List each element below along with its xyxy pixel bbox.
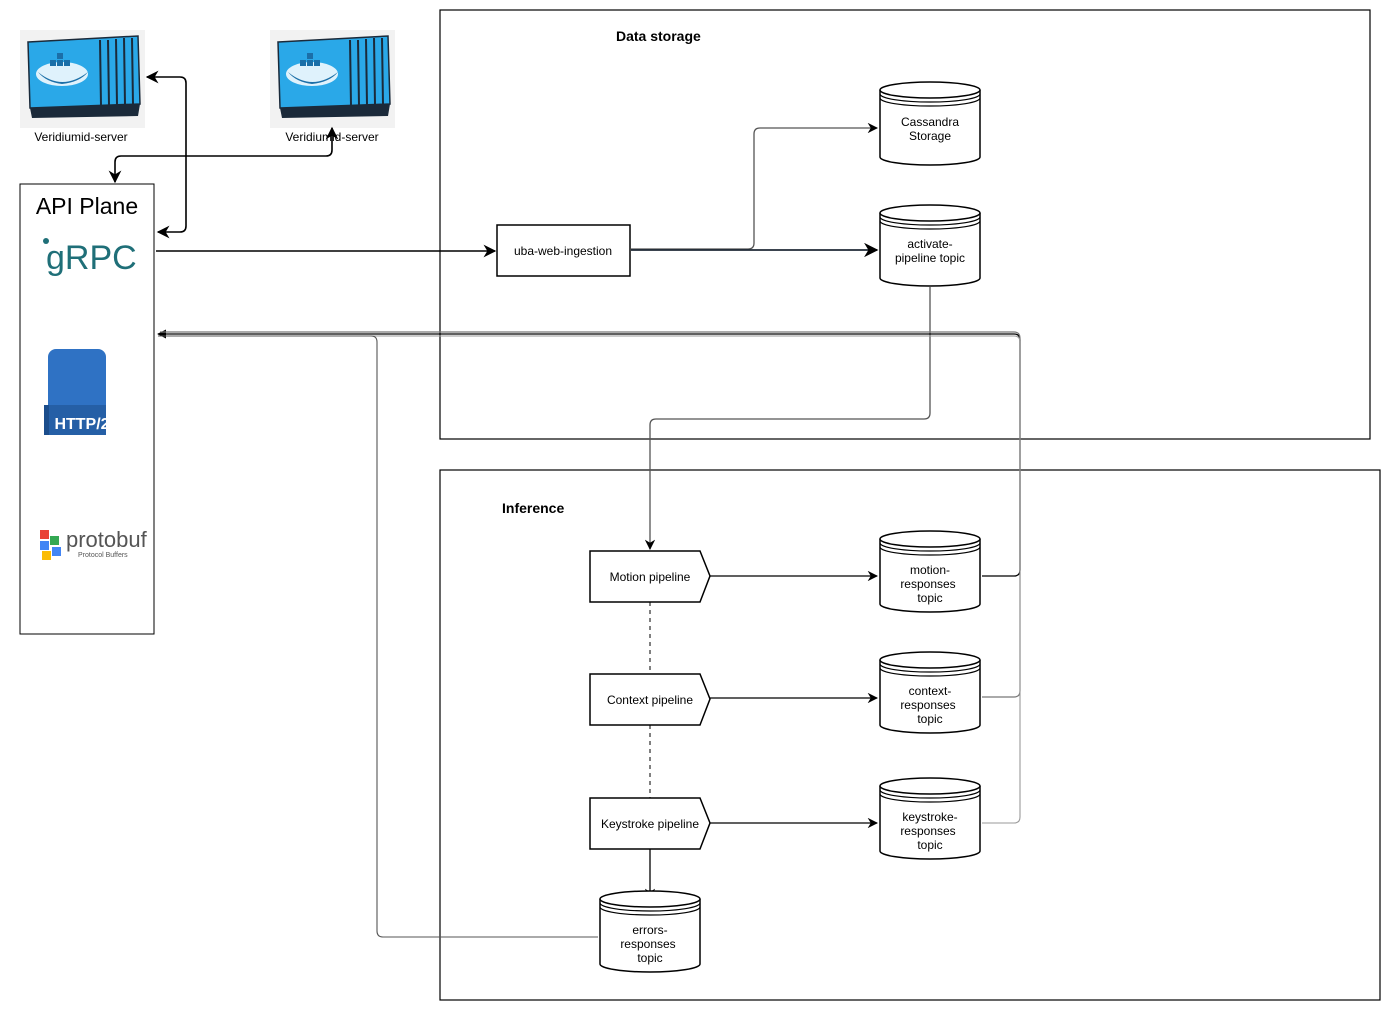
- motion-topic-line3: topic: [917, 591, 942, 605]
- protobuf-logo-subtext: Protocol Buffers: [78, 552, 128, 559]
- data-storage-title: Data storage: [616, 28, 701, 44]
- connector-server2-api: [108, 126, 339, 184]
- docker-container-icon: [20, 30, 145, 128]
- activate-label-line1: activate-: [907, 237, 952, 251]
- protobuf-logo-text: protobuf: [66, 527, 148, 552]
- keystroke-topic-line2: responses: [900, 824, 955, 838]
- ingestion-node: [496, 224, 631, 277]
- context-pipeline-node: Context pipeline: [589, 673, 711, 726]
- connector-context-return: [160, 331, 1021, 698]
- inference-title: Inference: [502, 500, 564, 516]
- activate-pipeline-topic-node: activate- pipeline topic: [879, 204, 981, 287]
- cassandra-storage-node: Cassandra Storage: [879, 81, 981, 166]
- data-storage-group: [439, 9, 1371, 440]
- connector-errors-return: [158, 335, 598, 938]
- ingestion-label: uba-web-ingestion: [514, 244, 612, 258]
- cassandra-label-line2: Storage: [909, 129, 951, 143]
- keystroke-topic-line3: topic: [917, 838, 942, 852]
- motion-pipeline-node: Motion pipeline: [589, 550, 711, 603]
- connector-keystroke-return: [160, 335, 1021, 824]
- motion-topic-line2: responses: [900, 577, 955, 591]
- keystroke-topic-line1: keystroke-: [902, 810, 957, 824]
- api-plane-title: API Plane: [36, 193, 138, 219]
- keystroke-pipeline-node: Keystroke pipeline: [589, 797, 711, 850]
- errors-topic-line2: responses: [620, 937, 675, 951]
- errors-topic-line1: errors-: [632, 923, 667, 937]
- activate-label-line2: pipeline topic: [895, 251, 965, 265]
- motion-pipeline-label: Motion pipeline: [610, 570, 691, 584]
- docker-container-icon: [270, 30, 395, 128]
- motion-responses-topic-node: motion- responses topic: [879, 530, 981, 613]
- context-pipeline-label: Context pipeline: [607, 693, 693, 707]
- context-responses-topic-node: context- responses topic: [879, 651, 981, 734]
- errors-responses-topic-node: errors- responses topic: [599, 890, 701, 973]
- http2-logo-icon: HTTP/2: [44, 349, 110, 435]
- http2-logo-text: HTTP/2: [54, 416, 109, 433]
- context-topic-line2: responses: [900, 698, 955, 712]
- server-label-1: Veridiumid-server: [34, 130, 127, 144]
- protobuf-logo-icon: protobuf Protocol Buffers: [40, 527, 148, 560]
- grpc-logo-icon: gRPC: [43, 238, 137, 277]
- connector-ingestion-cassandra: [631, 122, 879, 250]
- keystroke-responses-topic-node: keystroke- responses topic: [879, 777, 981, 860]
- cassandra-label-line1: Cassandra: [901, 115, 959, 129]
- grpc-logo-text: gRPC: [46, 239, 137, 277]
- keystroke-pipeline-label: Keystroke pipeline: [601, 817, 699, 831]
- inference-group: [439, 469, 1381, 1001]
- context-topic-line1: context-: [909, 684, 952, 698]
- context-topic-line3: topic: [917, 712, 942, 726]
- motion-topic-line1: motion-: [910, 563, 950, 577]
- connector-activate-motion: [644, 287, 931, 551]
- errors-topic-line3: topic: [637, 951, 662, 965]
